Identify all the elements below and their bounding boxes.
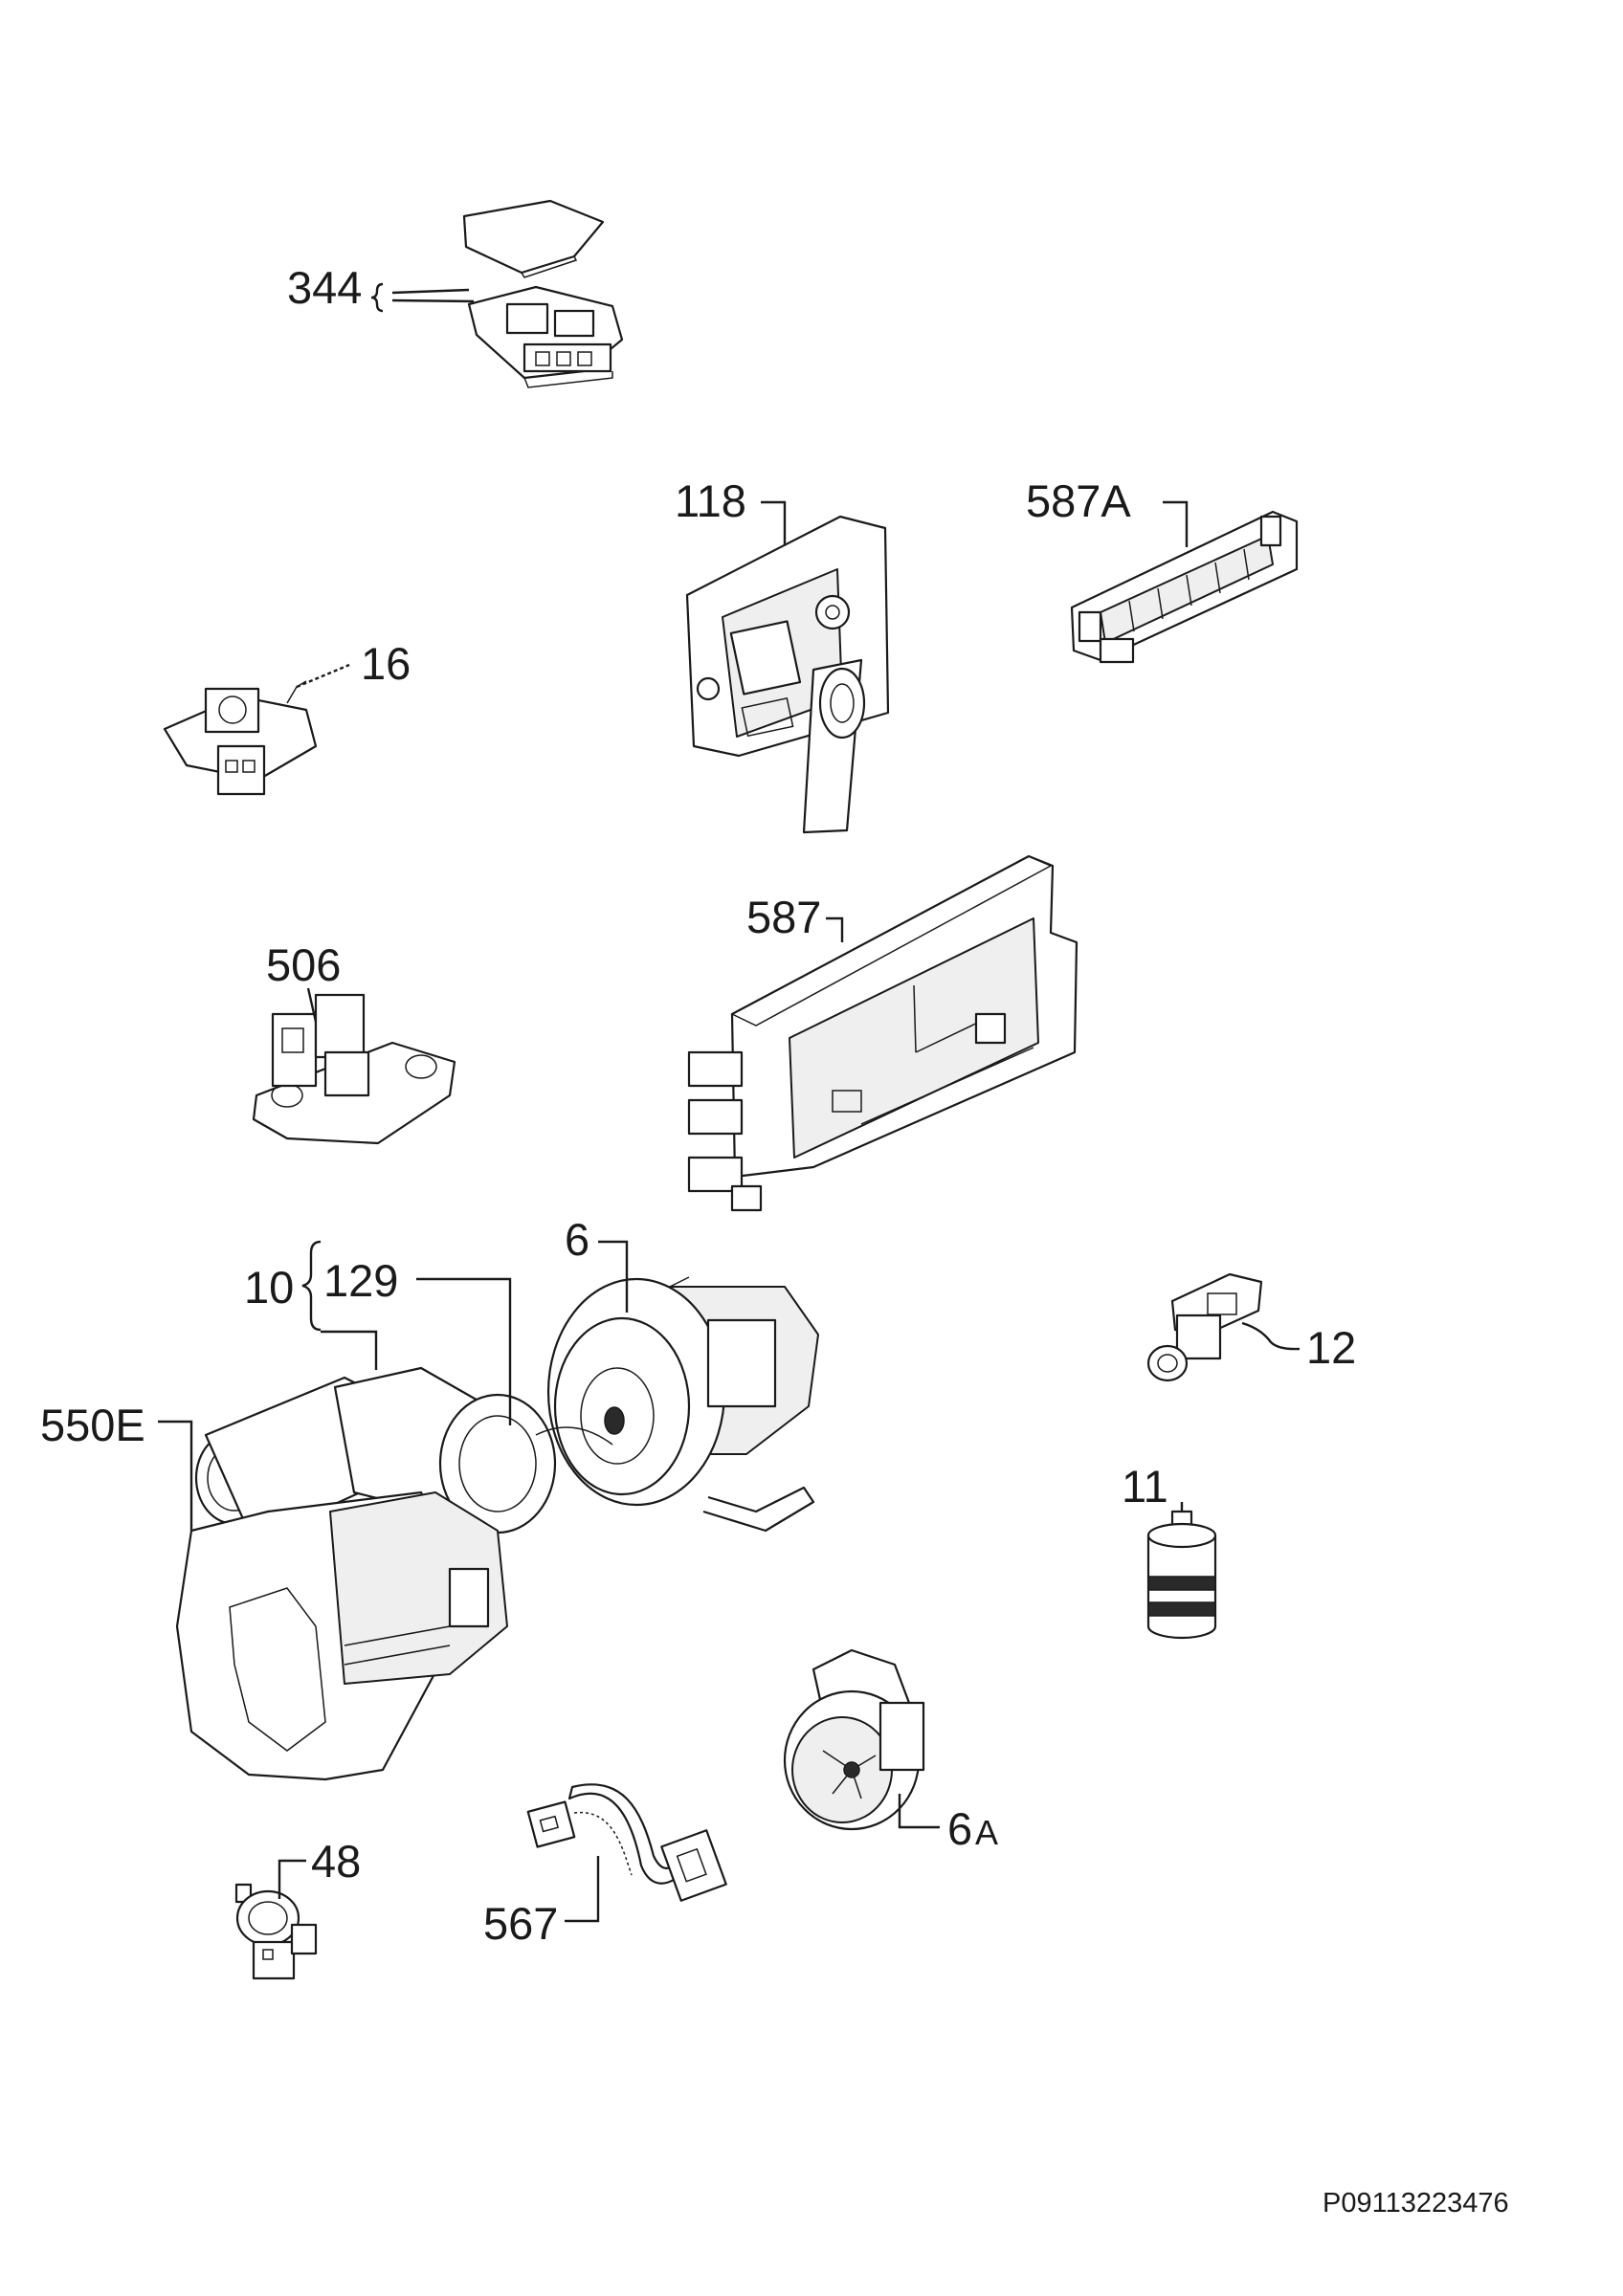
callout-587A: 587A — [1026, 475, 1189, 547]
callout-567: 567 — [483, 1856, 600, 1949]
part-550E-drawing — [175, 1366, 613, 1781]
callout-118: 118 — [675, 475, 787, 545]
label-16: 16 — [361, 638, 411, 689]
callout-506: 506 — [266, 939, 341, 1023]
callout-550E: 550E — [40, 1400, 193, 1531]
label-587: 587 — [746, 892, 821, 942]
part-567-drawing — [526, 1783, 727, 1902]
label-6: 6 — [565, 1214, 589, 1265]
callout-6A: 6 A — [898, 1794, 998, 1854]
label-10: 10 — [244, 1262, 294, 1313]
label-567: 567 — [483, 1898, 558, 1949]
callout-10-129: 10 129 — [244, 1240, 512, 1425]
label-6A-number: 6 — [947, 1803, 972, 1854]
label-12: 12 — [1306, 1322, 1356, 1373]
part-6-drawing — [546, 1276, 819, 1533]
label-587A: 587A — [1026, 475, 1131, 526]
part-6A-drawing — [783, 1648, 925, 1831]
label-118: 118 — [675, 475, 746, 526]
callout-16: 16 — [296, 638, 411, 689]
part-506-drawing — [252, 993, 456, 1145]
part-118-drawing — [685, 515, 890, 834]
label-550E: 550E — [40, 1400, 145, 1450]
label-506: 506 — [266, 939, 341, 990]
label-129: 129 — [323, 1255, 398, 1306]
part-587-drawing — [687, 854, 1078, 1212]
part-12-drawing — [1146, 1272, 1263, 1382]
callout-344: 344 — [287, 262, 475, 313]
part-11-drawing — [1146, 1510, 1217, 1640]
document-code: P09113223476 — [1323, 2188, 1509, 2219]
callout-48: 48 — [278, 1836, 361, 1899]
part-587A-drawing — [1070, 510, 1299, 664]
callout-587: 587 — [746, 892, 844, 942]
label-48: 48 — [311, 1836, 361, 1887]
part-344-drawing — [462, 199, 624, 388]
part-16-drawing — [163, 680, 318, 796]
label-344: 344 — [287, 262, 362, 313]
callout-11: 11 — [1122, 1461, 1184, 1512]
label-6A-suffix: A — [975, 1813, 998, 1852]
label-11: 11 — [1122, 1461, 1168, 1512]
part-48-drawing — [234, 1883, 318, 1980]
callout-12: 12 — [1241, 1321, 1356, 1373]
callout-6: 6 — [565, 1214, 629, 1313]
